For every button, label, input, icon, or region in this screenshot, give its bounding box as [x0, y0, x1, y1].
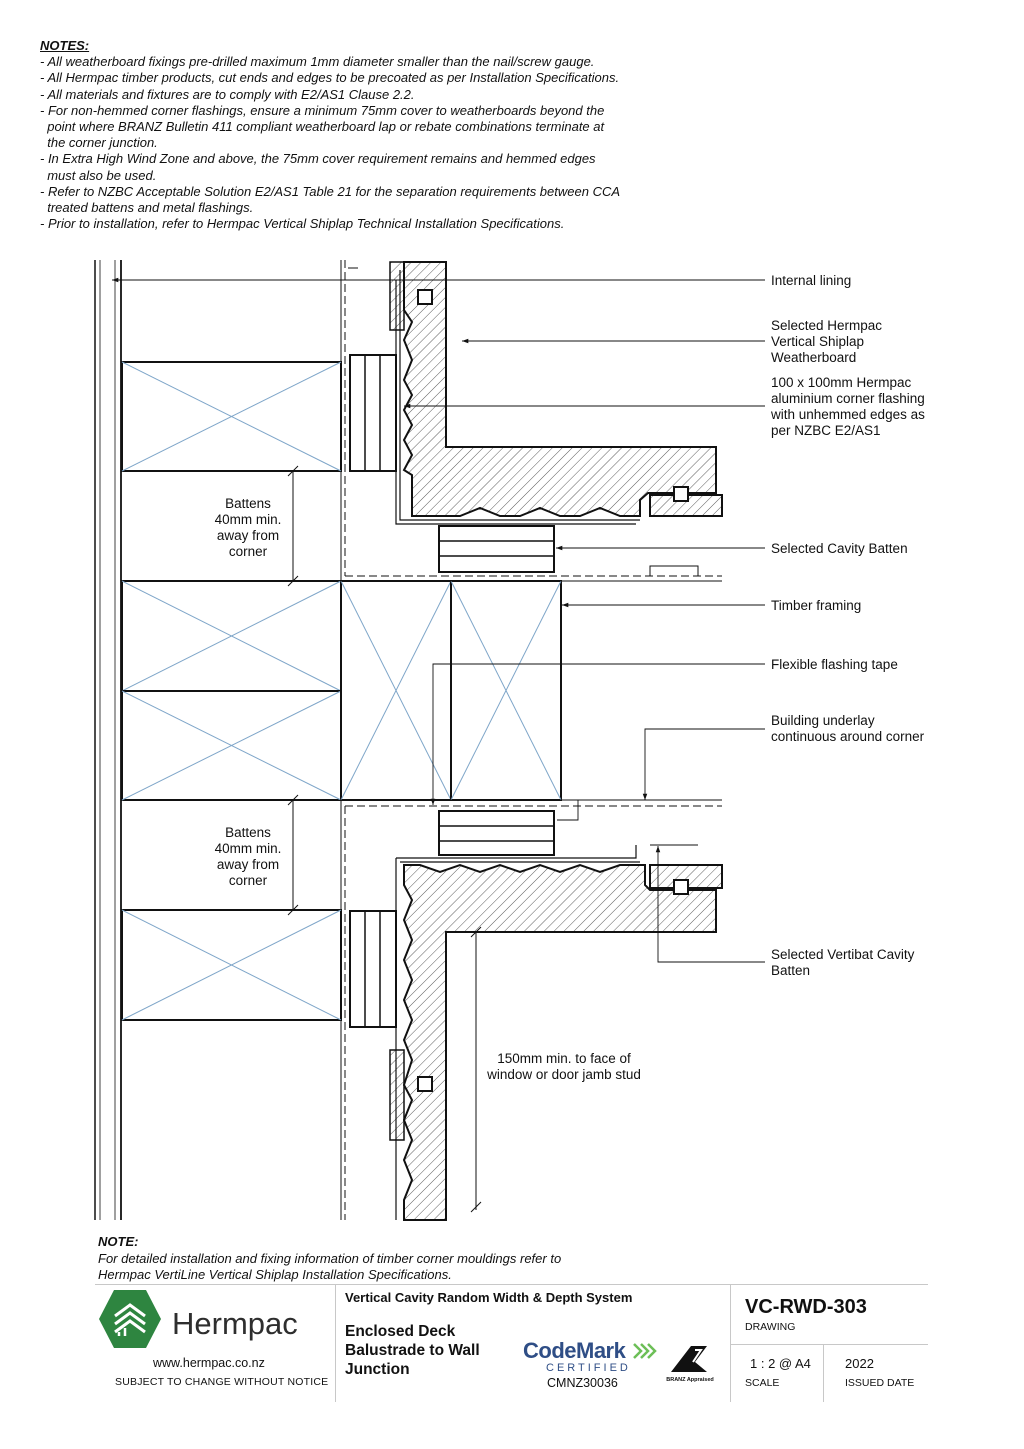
- label-flashing-tape: Flexible flashing tape: [771, 657, 898, 672]
- issued-label: ISSUED DATE: [845, 1377, 915, 1389]
- drawing-number: VC-RWD-303: [745, 1296, 867, 1318]
- label-battens-top: away from: [217, 528, 279, 543]
- label-weatherboard: Selected Hermpac: [771, 318, 882, 333]
- label-corner-flashing: aluminium corner flashing: [771, 391, 925, 406]
- branz-appraised-icon: BRANZ Appraised: [666, 1346, 714, 1383]
- note-line: For detailed installation and fixing inf…: [98, 1250, 562, 1266]
- note-item: - Refer to NZBC Acceptable Solution E2/A…: [40, 183, 621, 199]
- system-name: Vertical Cavity Random Width & Depth Sys…: [345, 1290, 633, 1305]
- note-item: treated battens and metal flashings.: [40, 200, 254, 216]
- stud-box: [121, 909, 342, 1021]
- junction-detail-drawing: Internal lining Selected Hermpac Vertica…: [94, 260, 925, 1221]
- note-item: - All weatherboard fixings pre-drilled m…: [40, 54, 595, 70]
- leader-lines: [112, 277, 765, 963]
- stud-box: [121, 361, 342, 472]
- fixings: [417, 289, 689, 1092]
- label-underlay: continuous around corner: [771, 729, 925, 744]
- weatherboards: [389, 261, 723, 1221]
- label-timber-framing: Timber framing: [771, 598, 861, 613]
- note-item: - For non-hemmed corner flashings, ensur…: [40, 102, 605, 118]
- website-link[interactable]: www.hermpac.co.nz: [153, 1356, 265, 1370]
- cavity-battens: [349, 354, 555, 1028]
- scale-label: SCALE: [745, 1377, 780, 1389]
- codemark-number: CMNZ30036: [547, 1376, 618, 1390]
- label-battens-bottom: 40mm min.: [215, 841, 282, 856]
- stud-box: [450, 580, 562, 801]
- label-battens-bottom: away from: [217, 857, 279, 872]
- label-cavity-batten: Selected Cavity Batten: [771, 541, 908, 556]
- weatherboard-section: [402, 261, 717, 517]
- label-weatherboard: Vertical Shiplap: [771, 334, 864, 349]
- weatherboard-end: [649, 494, 723, 517]
- dimension-labels: Battens 40mm min. away from corner Batte…: [215, 496, 641, 1082]
- notes-title: NOTES:: [40, 38, 90, 53]
- issued-date: 2022: [845, 1356, 874, 1371]
- label-battens-bottom: corner: [229, 873, 268, 888]
- label-battens-top: corner: [229, 544, 268, 559]
- hermpac-logo-icon: [99, 1290, 161, 1348]
- label-corner-flashing: per NZBC E2/AS1: [771, 423, 881, 438]
- label-battens-bottom: Battens: [225, 825, 271, 840]
- brand-name: Hermpac: [172, 1306, 298, 1341]
- note-item: - All materials and fixtures are to comp…: [40, 86, 415, 102]
- label-jamb-distance: window or door jamb stud: [486, 1067, 641, 1082]
- label-jamb-distance: 150mm min. to face of: [497, 1051, 631, 1066]
- subject-notice: SUBJECT TO CHANGE WITHOUT NOTICE: [115, 1376, 329, 1388]
- label-battens-top: 40mm min.: [215, 512, 282, 527]
- note-item: - In Extra High Wind Zone and above, the…: [40, 151, 596, 167]
- dimension-lines: [287, 465, 482, 1213]
- label-vertibat: Batten: [771, 963, 810, 978]
- stud-box: [121, 690, 342, 801]
- weatherboard-section: [402, 863, 717, 1221]
- building-underlay: [340, 260, 722, 1220]
- stud-box: [121, 580, 342, 692]
- note-item: point where BRANZ Bulletin 411 compliant…: [40, 119, 605, 135]
- label-weatherboard: Weatherboard: [771, 350, 856, 365]
- label-battens-top: Battens: [225, 496, 271, 511]
- note-title: NOTE:: [98, 1234, 139, 1249]
- corner-flashing: [395, 270, 640, 1220]
- label-internal-lining: Internal lining: [771, 273, 851, 288]
- callout-labels: Internal lining Selected Hermpac Vertica…: [770, 273, 925, 978]
- notes-block: NOTES: - All weatherboard fixings pre-dr…: [40, 38, 740, 232]
- codemark-chevron-icon: [633, 1343, 657, 1359]
- note-item: the corner junction.: [40, 135, 158, 151]
- scale-value: 1 : 2 @ A4: [750, 1356, 811, 1371]
- label-underlay: Building underlay: [771, 713, 875, 728]
- note-item: - Prior to installation, refer to Hermpa…: [40, 216, 565, 232]
- branz-label: BRANZ Appraised: [666, 1377, 713, 1383]
- codemark-logo: CodeMark: [523, 1338, 626, 1363]
- drawing-title: Enclosed Deck Balustrade to Wall Junctio…: [345, 1323, 480, 1378]
- label-corner-flashing: 100 x 100mm Hermpac: [771, 375, 912, 390]
- note-line: Hermpac VertiLine Vertical Shiplap Insta…: [98, 1267, 452, 1282]
- installation-note: NOTE: For detailed installation and fixi…: [98, 1234, 718, 1284]
- note-item: - All Hermpac timber products, cut ends …: [40, 70, 620, 86]
- stud-box: [340, 580, 452, 801]
- label-vertibat: Selected Vertibat Cavity: [771, 947, 915, 962]
- codemark-certified: CERTIFIED: [546, 1362, 631, 1374]
- title-block: Hermpac www.hermpac.co.nz SUBJECT TO CHA…: [95, 1284, 928, 1402]
- weatherboard-end: [649, 864, 723, 889]
- label-corner-flashing: with unhemmed edges as: [770, 407, 925, 422]
- note-item: must also be used.: [40, 167, 157, 183]
- drawing-label: DRAWING: [745, 1321, 796, 1333]
- internal-lining: [94, 260, 122, 1220]
